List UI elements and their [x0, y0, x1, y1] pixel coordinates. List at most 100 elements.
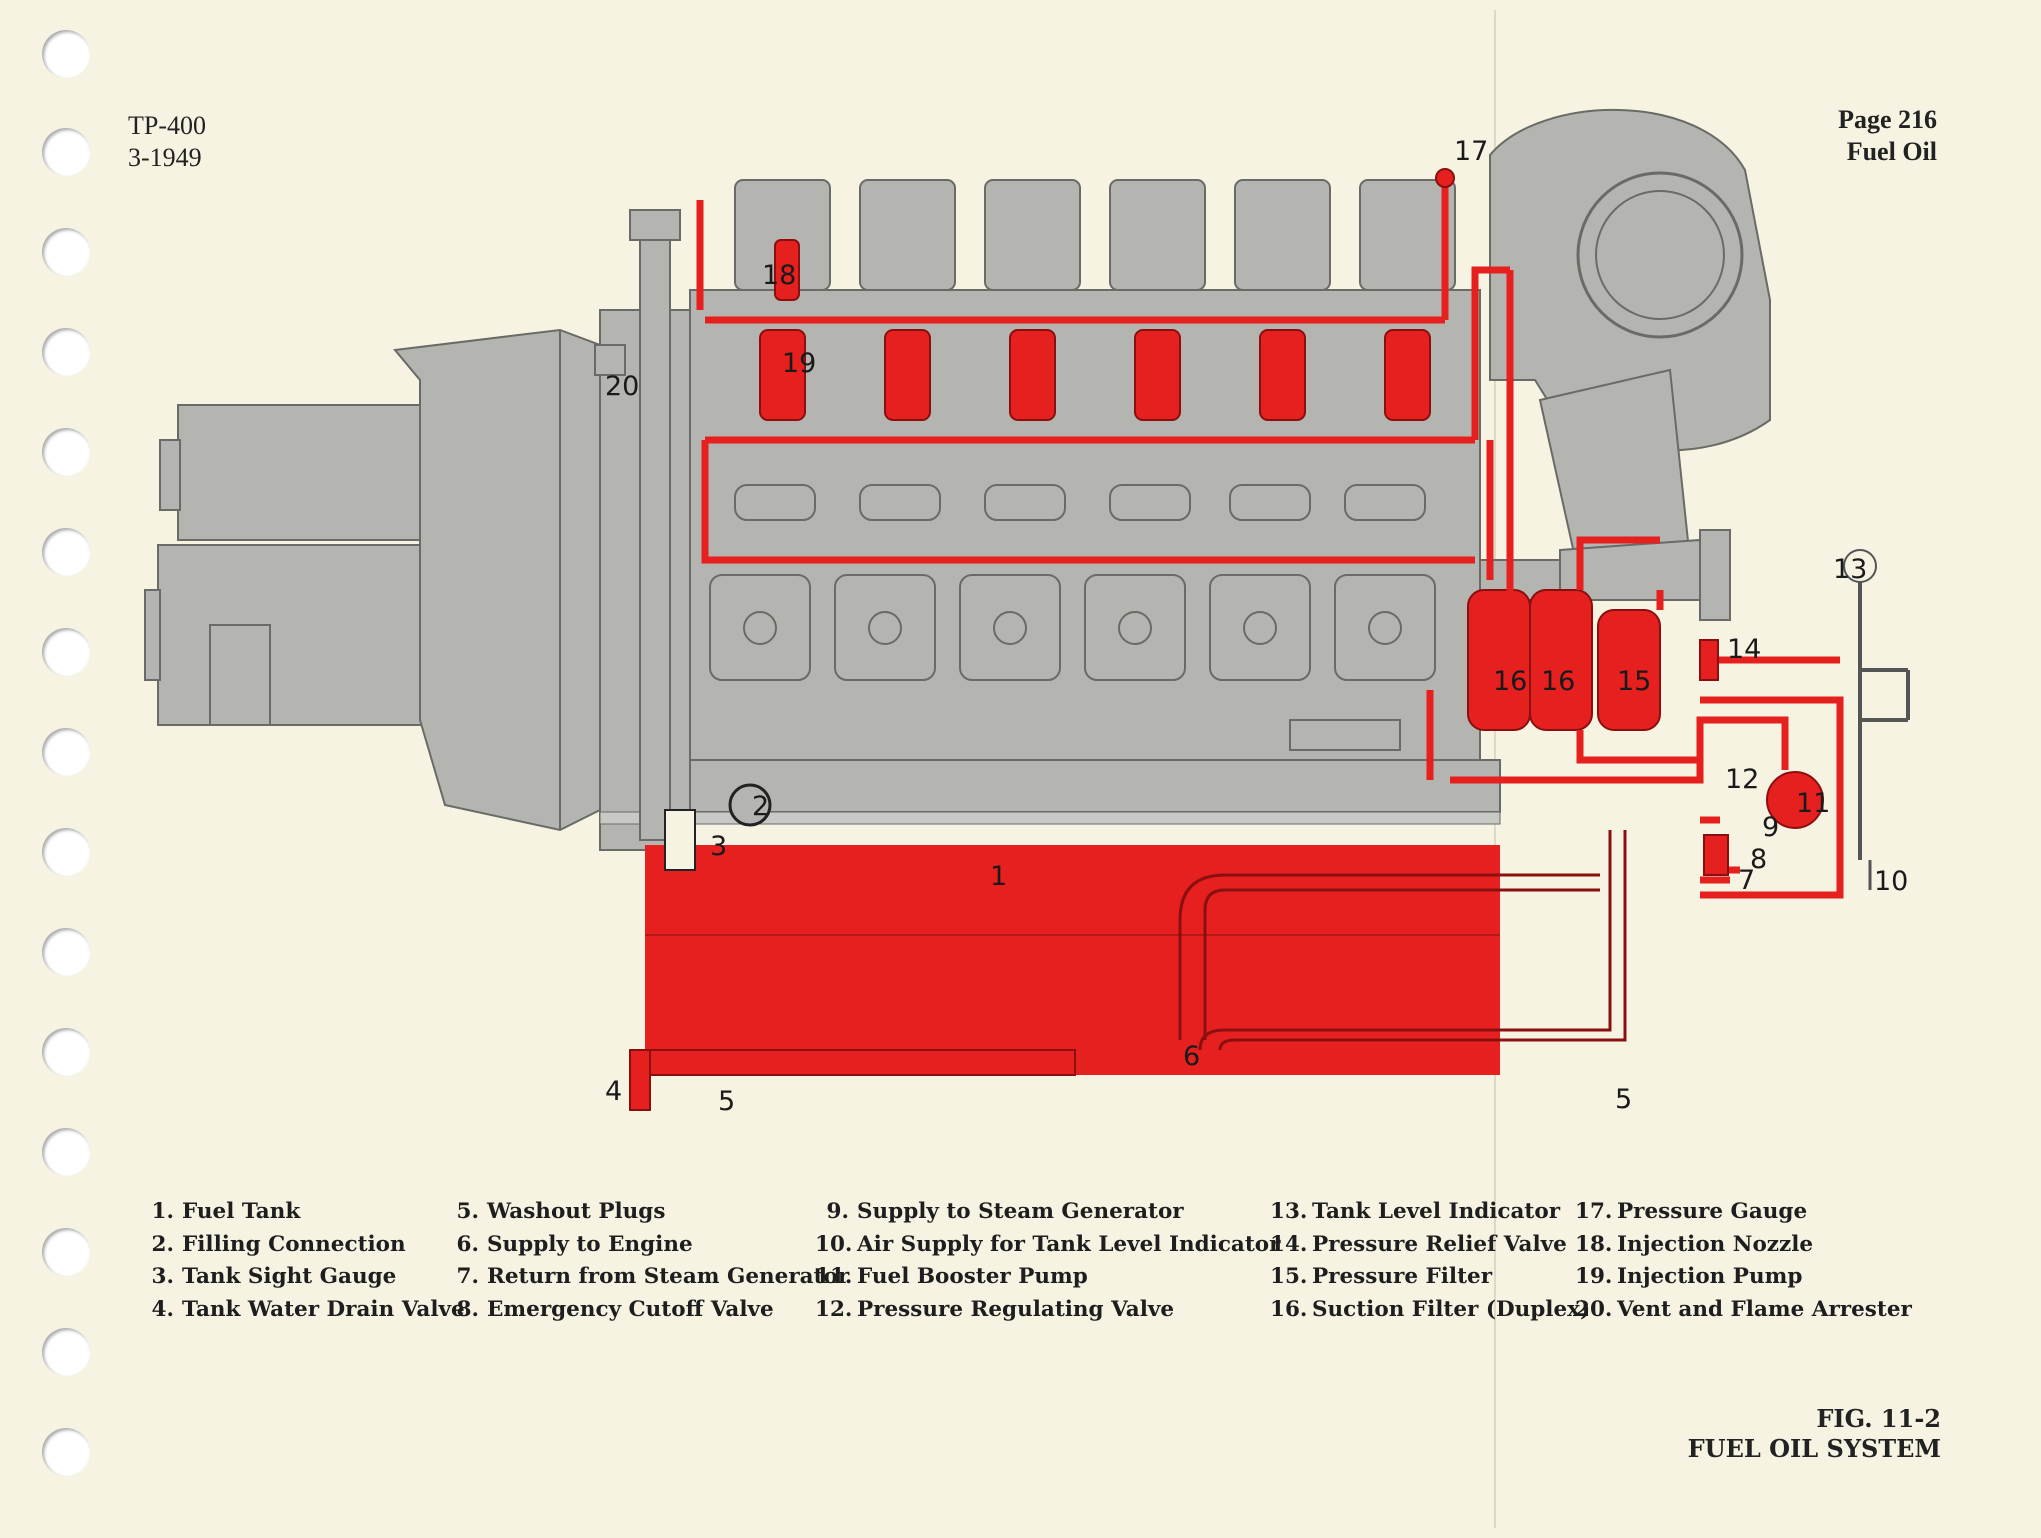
section-title: Fuel Oil [1846, 137, 1937, 166]
punch-hole [42, 328, 90, 376]
tank-level-indicator [1843, 549, 1910, 890]
turbocharger [1489, 108, 1771, 621]
callout-11: 11 [1796, 788, 1830, 819]
legend-number: 4. [151, 1296, 174, 1322]
legend-column: 5. Washout Plugs 6. Supply to Engine 7.Retur… [445, 1196, 850, 1327]
vent-pipe [594, 209, 681, 841]
callout-20: 20 [605, 371, 639, 402]
legend-number: 8. [456, 1296, 479, 1322]
legend-number: 15. [1270, 1264, 1308, 1289]
punch-hole [42, 30, 90, 78]
legend-label: Fuel Booster Pump [857, 1264, 1088, 1289]
punch-hole [42, 1028, 90, 1076]
callout-9: 9 [1762, 812, 1779, 843]
figure-title: FUEL OIL SYSTEM [1687, 1434, 1941, 1463]
callout-18: 18 [762, 260, 796, 291]
inspection-ports [734, 484, 1426, 521]
legend-item: 4. Tank Water Drain Valve [140, 1294, 465, 1327]
legend-label: Filling Connection [182, 1231, 406, 1257]
legend-number: 14. [1270, 1231, 1308, 1257]
legend-label: Pressure Gauge [1617, 1199, 1808, 1224]
punch-hole [42, 1128, 90, 1176]
page-header: Page 216 Fuel Oil [1838, 104, 1937, 168]
legend-item: 18.Injection Nozzle [1575, 1229, 1912, 1262]
figure-caption: FIG. 11-2 FUEL OIL SYSTEM [1688, 1404, 1941, 1464]
callout-10: 10 [1874, 866, 1908, 897]
legend-number: 12. [815, 1296, 853, 1322]
doc-number: TP-400 [128, 111, 206, 140]
punch-hole [42, 428, 90, 476]
legend-number: 1. [151, 1199, 174, 1224]
legend-number: 6. [456, 1231, 479, 1257]
callout-3: 3 [710, 831, 727, 862]
legend-label: Tank Water Drain Valve [182, 1296, 465, 1322]
callout-19: 19 [782, 348, 816, 379]
legend-item: 15.Pressure Filter [1270, 1261, 1590, 1294]
callout-16: 16 [1493, 666, 1527, 697]
callout-13: 13 [1833, 554, 1867, 585]
legend-label: Tank Level Indicator [1312, 1199, 1561, 1224]
punch-hole [42, 228, 90, 276]
document-id: TP-400 3-1949 [128, 110, 206, 174]
callout-5: 5 [1615, 1084, 1632, 1115]
legend-label: Pressure Regulating Valve [857, 1296, 1175, 1322]
legend-item: 5. Washout Plugs [445, 1196, 849, 1229]
legend-label: Supply to Engine [487, 1231, 693, 1257]
legend-label: Pressure Relief Valve [1312, 1231, 1567, 1257]
punch-hole [42, 1228, 90, 1276]
legend-item: 3.Tank Sight Gauge [140, 1261, 465, 1294]
generator-housing [144, 309, 691, 851]
legend-item: 10.Air Supply for Tank Level Indicator [815, 1229, 1280, 1262]
cylinder-heads [734, 179, 1456, 291]
legend-number: 13. [1270, 1199, 1308, 1224]
legend-label: Suction Filter (Duplex) [1312, 1296, 1591, 1322]
punch-hole [42, 1428, 90, 1476]
legend-number: 7. [456, 1264, 479, 1289]
legend-label: Tank Sight Gauge [182, 1264, 397, 1289]
legend-number: 11. [815, 1264, 853, 1289]
punch-hole [42, 828, 90, 876]
legend-item: 9.Supply to Steam Generator [815, 1196, 1280, 1229]
legend-number: 9. [826, 1199, 849, 1224]
punch-hole [42, 128, 90, 176]
punch-hole [42, 928, 90, 976]
punch-hole [42, 728, 90, 776]
legend-label: Vent and Flame Arrester [1617, 1296, 1912, 1322]
legend-label: Injection Pump [1617, 1264, 1803, 1289]
legend-item: 12.Pressure Regulating Valve [815, 1294, 1280, 1327]
legend-number: 17. [1575, 1199, 1613, 1224]
legend-number: 2. [151, 1231, 174, 1257]
legend-number: 5. [456, 1199, 479, 1224]
legend-number: 10. [815, 1231, 853, 1257]
legend-item: 20.Vent and Flame Arrester [1575, 1294, 1912, 1327]
legend-label: Washout Plugs [487, 1199, 666, 1224]
callout-7: 7 [1738, 865, 1755, 896]
legend-item: 16.Suction Filter (Duplex) [1270, 1294, 1590, 1327]
legend-column: 1. Fuel Tank 2. Filling Connection 3.Tank Si… [140, 1196, 465, 1326]
legend-number: 16. [1270, 1296, 1308, 1322]
callout-5: 5 [718, 1086, 735, 1117]
callout-4: 4 [605, 1076, 622, 1107]
legend-label: Air Supply for Tank Level Indicator [857, 1231, 1281, 1257]
legend-number: 19. [1575, 1264, 1613, 1289]
legend-item: 7.Return from Steam Generator [445, 1261, 850, 1294]
legend-item: 17.Pressure Gauge [1575, 1196, 1912, 1229]
callout-14: 14 [1727, 634, 1761, 665]
callout-15: 15 [1617, 666, 1651, 697]
legend-label: Fuel Tank [182, 1199, 301, 1224]
legend-item: 6. Supply to Engine [445, 1229, 849, 1262]
callout-8: 8 [1750, 844, 1767, 875]
callout-16: 16 [1541, 666, 1575, 697]
callout-1: 1 [990, 861, 1007, 892]
engine-block [594, 179, 1561, 841]
legend-label: Emergency Cutoff Valve [487, 1296, 774, 1322]
legend-item: 8. Emergency Cutoff Valve [445, 1294, 849, 1327]
legend-item: 14.Pressure Relief Valve [1270, 1229, 1590, 1262]
legend-number: 18. [1575, 1231, 1613, 1257]
